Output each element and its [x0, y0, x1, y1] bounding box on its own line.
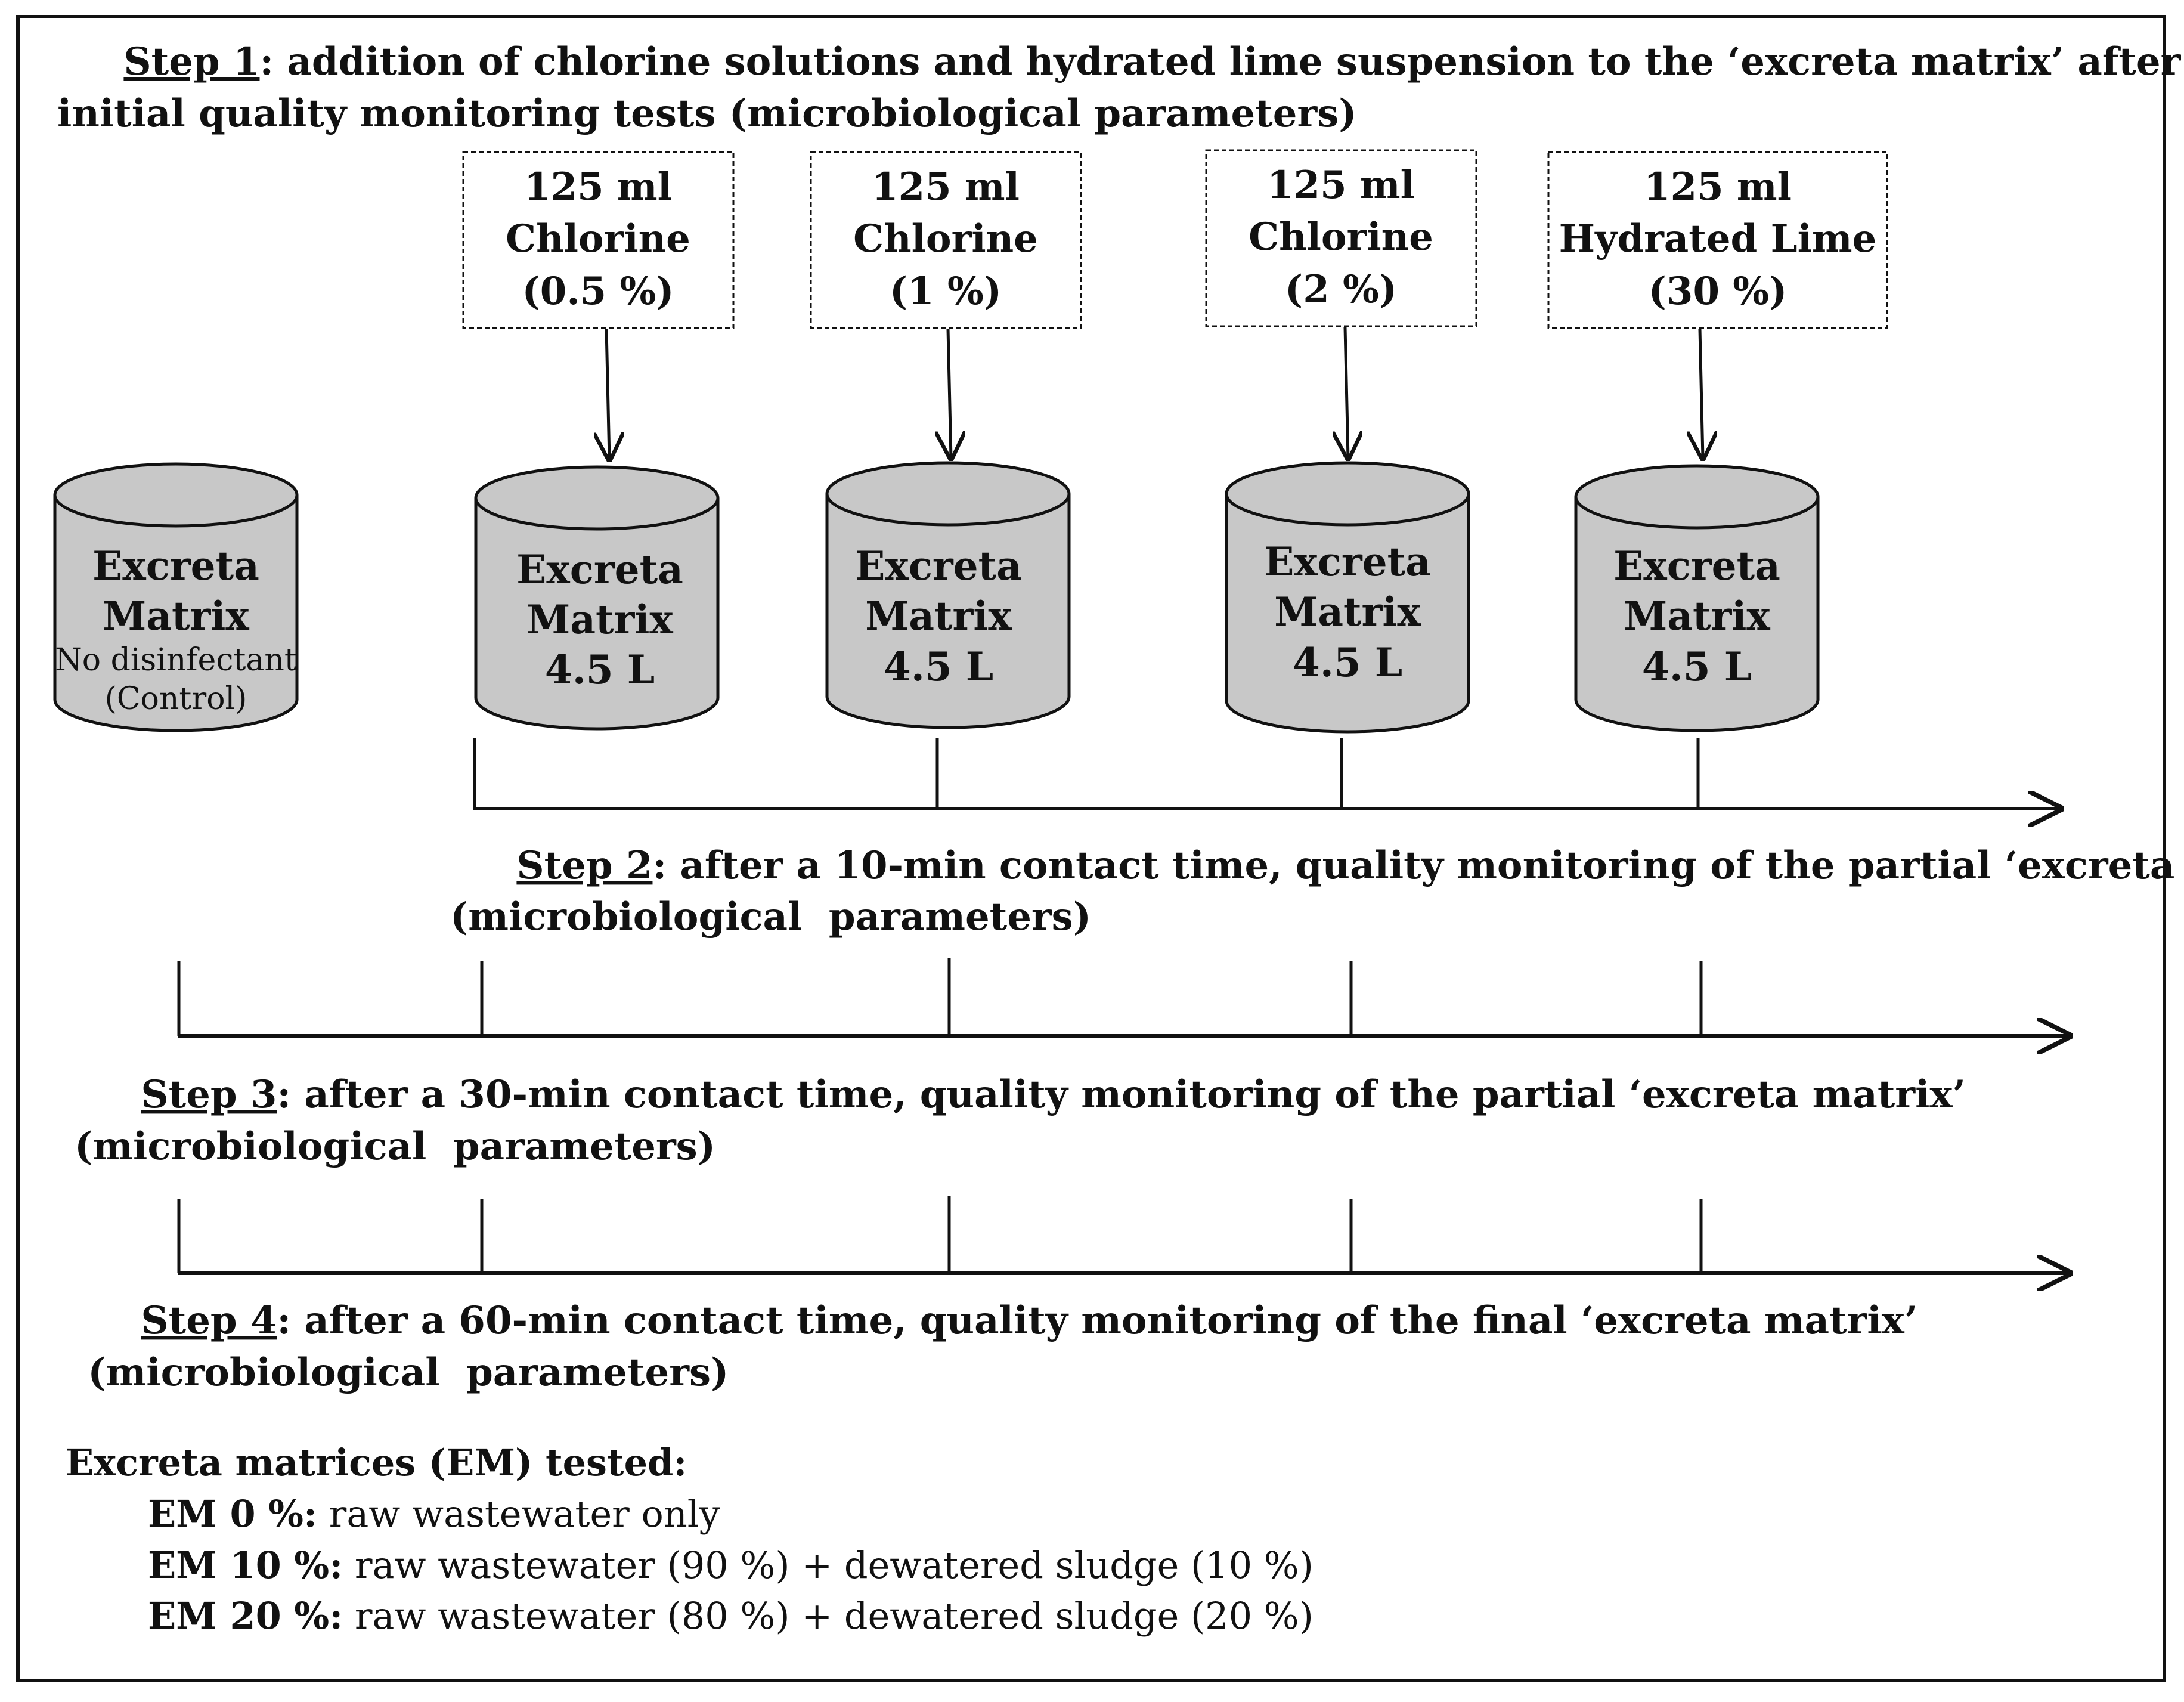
step3-heading: Step 3: after a 30-min contact time, qua… — [75, 1072, 2006, 1117]
step3-text-line2: (microbiological parameters) — [75, 1124, 715, 1169]
container-label-line2: Matrix — [103, 593, 249, 639]
step2-text-line1: : after a 10-min contact time, quality m… — [652, 843, 2184, 888]
treatment-volume: 125 ml — [1644, 165, 1792, 209]
treatment-volume: 125 ml — [524, 165, 672, 209]
dose-arrow-2 — [948, 329, 951, 458]
container-label-line1: Excreta — [855, 543, 1022, 589]
treatment-concentration: (1 %) — [890, 269, 1002, 314]
treatment-concentration: (30 %) — [1649, 269, 1788, 314]
container-label-line1: Excreta — [1264, 539, 1431, 585]
container-chlorine-1: Excreta Matrix 4.5 L — [825, 461, 1071, 729]
container-label-line3: 4.5 L — [1642, 643, 1752, 690]
step2-heading: Step 2: after a 10-min contact time, qua… — [450, 843, 2184, 888]
container-label-line1: Excreta — [92, 543, 259, 589]
container-label-line1: Excreta — [1613, 543, 1780, 589]
legend-item-key: EM 0 %: — [148, 1492, 317, 1536]
container-label-line1: Excreta — [516, 546, 683, 593]
legend-item: EM 0 %: raw wastewater only — [66, 1492, 779, 1536]
container-chlorine-0-5: Excreta Matrix 4.5 L — [474, 465, 720, 731]
legend-item-desc: raw wastewater only — [317, 1492, 720, 1536]
legend-item: EM 20 %: raw wastewater (80 %) + dewater… — [66, 1594, 1372, 1638]
step2-text-line2: (microbiological parameters) — [450, 895, 1091, 939]
timeline-step3 — [177, 958, 2069, 1036]
treatment-concentration: (2 %) — [1285, 267, 1397, 312]
legend-item: EM 10 %: raw wastewater (90 %) + dewater… — [66, 1543, 1372, 1587]
container-label-line3: 4.5 L — [1293, 639, 1402, 686]
timeline-step4 — [177, 1196, 2069, 1273]
treatment-box-hydrated-lime: 125 ml Hydrated Lime (30 %) — [1547, 151, 1888, 329]
step4-label: Step 4 — [141, 1298, 277, 1343]
legend-item-key: EM 20 %: — [148, 1594, 343, 1638]
dose-arrow-4 — [1700, 329, 1703, 458]
step4-text-line2: (microbiological parameters) — [75, 1350, 729, 1395]
step1-text-line2: initial quality monitoring tests (microb… — [57, 91, 1356, 136]
step1-text-line1: : addition of chlorine solutions and hyd… — [259, 39, 2184, 84]
container-label-line2: Matrix — [1274, 589, 1421, 635]
container-label-line3: No disinfectant — [55, 642, 297, 678]
em-legend: Excreta matrices (EM) tested: EM 0 %: ra… — [66, 1441, 1372, 1638]
step4-text-line1: : after a 60-min contact time, quality m… — [277, 1298, 1917, 1343]
container-label-line4: (Control) — [105, 681, 247, 717]
treatment-agent: Chlorine — [1249, 215, 1433, 259]
outer-frame — [16, 15, 2166, 1682]
treatment-box-chlorine-0-5: 125 ml Chlorine (0.5 %) — [462, 151, 735, 329]
dose-arrow-3 — [1345, 327, 1348, 458]
step3-label: Step 3 — [141, 1072, 277, 1117]
treatment-agent: Chlorine — [506, 216, 690, 261]
treatment-box-chlorine-1: 125 ml Chlorine (1 %) — [810, 151, 1082, 329]
container-control: Excreta Matrix No disinfectant (Control) — [53, 462, 299, 732]
step1-heading: Step 1: addition of chlorine solutions a… — [57, 39, 2184, 84]
timeline-step2 — [473, 738, 2060, 809]
container-hydrated-lime: Excreta Matrix 4.5 L — [1574, 464, 1820, 732]
legend-item-key: EM 10 %: — [148, 1543, 343, 1587]
container-label-line3: 4.5 L — [545, 646, 655, 693]
treatment-concentration: (0.5 %) — [522, 269, 674, 314]
treatment-volume: 125 ml — [1267, 163, 1415, 208]
dose-arrow-1 — [606, 329, 609, 459]
legend-item-desc: raw wastewater (80 %) + dewatered sludge… — [343, 1594, 1314, 1638]
treatment-agent: Chlorine — [853, 216, 1038, 261]
treatment-volume: 125 ml — [872, 165, 1020, 209]
container-label-line2: Matrix — [1624, 593, 1770, 639]
legend-heading: Excreta matrices (EM) tested: — [66, 1441, 687, 1484]
step4-heading: Step 4: after a 60-min contact time, qua… — [75, 1298, 1957, 1343]
container-label-line2: Matrix — [526, 596, 673, 643]
container-label-line2: Matrix — [865, 593, 1012, 639]
treatment-box-chlorine-2: 125 ml Chlorine (2 %) — [1205, 149, 1477, 327]
step2-label: Step 2 — [516, 843, 652, 888]
treatment-agent: Hydrated Lime — [1559, 216, 1877, 261]
legend-item-desc: raw wastewater (90 %) + dewatered sludge… — [343, 1543, 1314, 1587]
container-label-line3: 4.5 L — [884, 643, 993, 690]
container-chlorine-2: Excreta Matrix 4.5 L — [1225, 461, 1470, 734]
step1-label: Step 1 — [123, 39, 259, 84]
step3-text-line1: : after a 30-min contact time, quality m… — [277, 1072, 1965, 1117]
